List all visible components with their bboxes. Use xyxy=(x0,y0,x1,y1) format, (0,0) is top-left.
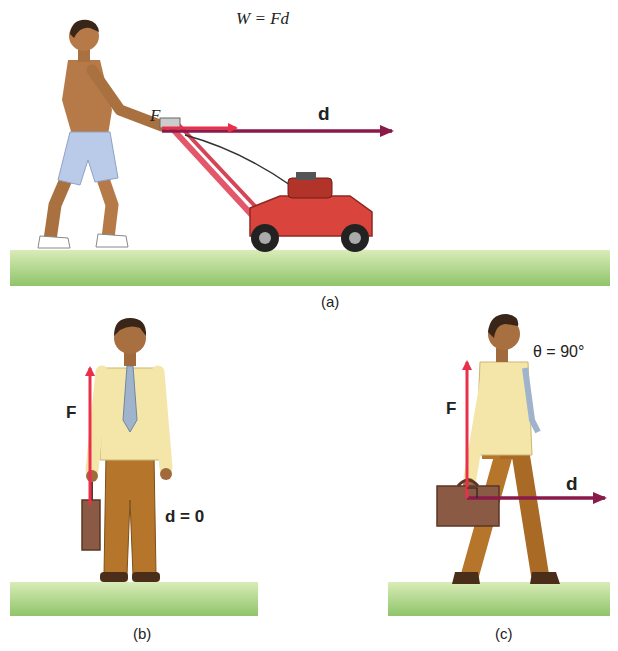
panel-label: (a) xyxy=(321,294,339,309)
work-formula: W = Fd xyxy=(236,10,289,27)
displacement-label: d xyxy=(566,474,578,493)
force-label: F xyxy=(150,107,160,124)
force-arrow xyxy=(162,127,236,130)
angle-label: θ = 90° xyxy=(533,344,584,360)
displacement-label: d xyxy=(318,104,330,123)
force-label: F xyxy=(446,400,456,417)
displacement-arrow xyxy=(467,496,605,500)
force-label: F xyxy=(66,404,76,421)
force-arrow xyxy=(466,362,469,498)
man-mowing xyxy=(38,20,162,248)
ground xyxy=(10,250,610,286)
ground xyxy=(388,582,610,616)
panel-label: (c) xyxy=(495,626,513,641)
ground xyxy=(10,582,258,616)
right-angle-mark xyxy=(467,488,477,498)
lawn-mower xyxy=(160,118,372,252)
force-arrow xyxy=(89,368,92,505)
displacement-arrow xyxy=(162,129,392,133)
displacement-label: d = 0 xyxy=(165,508,204,525)
panel-label: (b) xyxy=(133,626,151,641)
